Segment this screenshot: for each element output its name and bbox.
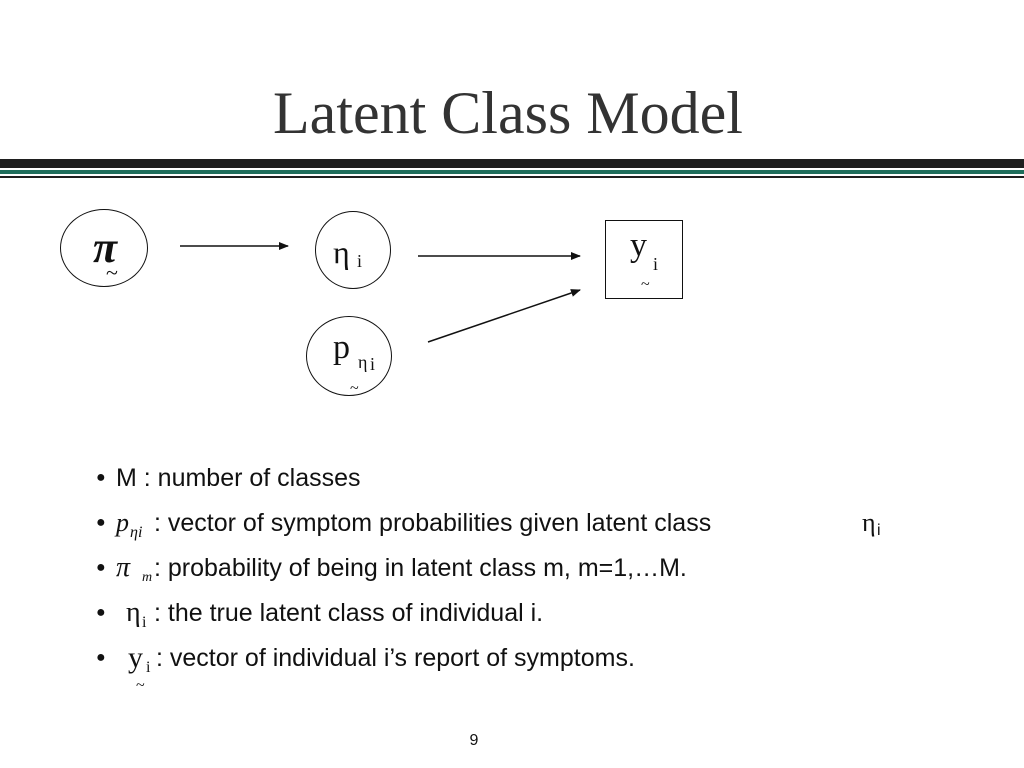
pi-symbol: π (93, 223, 118, 272)
y-accent: ~ (641, 276, 650, 293)
y-symbol: y (630, 227, 647, 264)
bullet-text: : vector of symptom probabilities given … (154, 509, 712, 537)
eta-symbol: η (333, 234, 350, 270)
eta-subscript: i (357, 251, 363, 271)
bullet-text: : probability of being in latent class m… (154, 554, 687, 582)
bullet-dot: ● (96, 559, 106, 576)
bullet-symbol: p (116, 508, 129, 537)
bullet-symbol-sub: ηi (130, 524, 143, 541)
bullet-symbol-sub: m (142, 570, 153, 585)
y-subscript: i (653, 254, 659, 274)
node-y: y i ~ (605, 220, 683, 299)
bullet-text: M : number of classes (116, 464, 361, 492)
p-symbol: p (333, 329, 350, 366)
bullet-trail-sub: i (877, 522, 881, 539)
node-eta: η i (315, 211, 391, 289)
bullet-symbol-accent: ~ (136, 677, 145, 694)
bullet-dot: ● (96, 604, 106, 621)
arrow-p-to-y (427, 289, 581, 343)
bullet-dot: ● (96, 649, 106, 666)
title-rule-accent (0, 170, 1024, 174)
p-subscript-index: i (370, 354, 376, 374)
bullet-symbol: η (126, 597, 141, 628)
p-accent: ~ (350, 380, 359, 397)
bullet-dot: ● (96, 469, 106, 486)
bullet-text: : vector of individual i’s report of sym… (156, 644, 635, 672)
slide-title: Latent Class Model (273, 80, 743, 146)
node-p-eta: p η i ~ (306, 316, 392, 397)
bullet-text: : the true latent class of individual i. (154, 599, 544, 627)
bullet-symbol-sub: i (142, 614, 147, 631)
title-rule-top (0, 159, 1024, 168)
bullet-symbol-sub: i (146, 659, 151, 676)
p-subscript-eta: η (358, 352, 368, 372)
bullet-trail-symbol: η (862, 508, 876, 537)
bullet-dot: ● (96, 514, 106, 531)
pi-accent: ~ (106, 260, 118, 285)
bullet-symbol: π (116, 552, 131, 583)
page-number: 9 (469, 732, 479, 749)
node-pi: π ~ (60, 209, 148, 287)
title-rule-bottom (0, 176, 1024, 178)
bullet-symbol: y (128, 641, 143, 674)
